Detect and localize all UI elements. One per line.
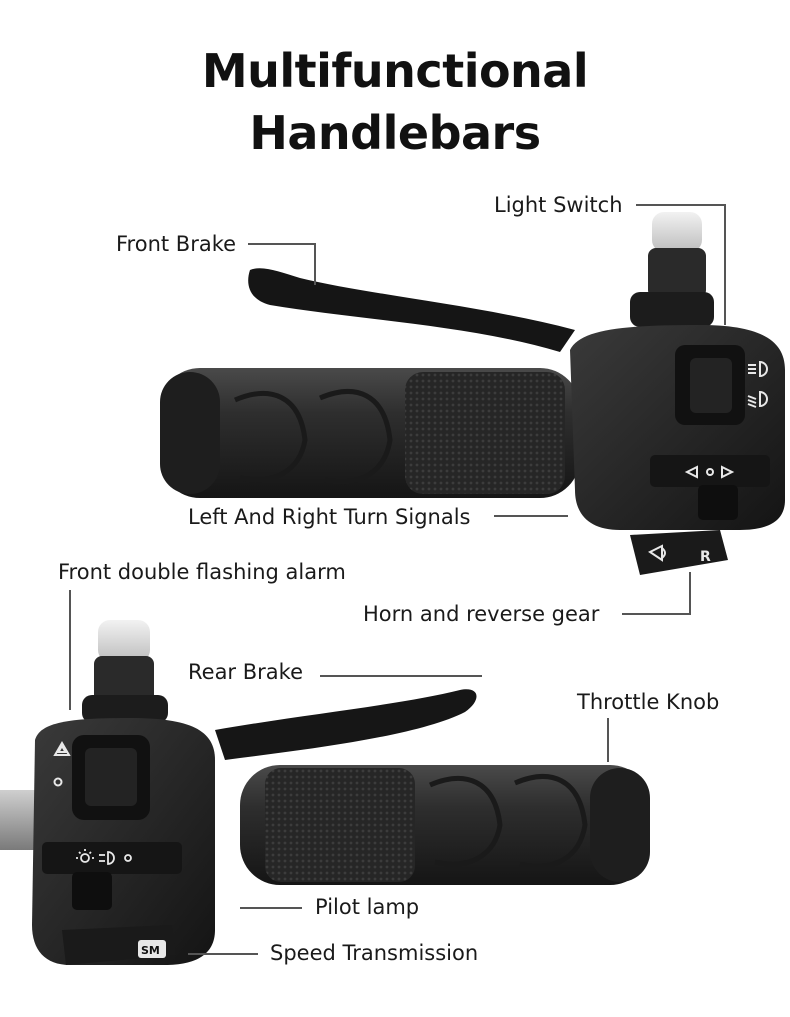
front-brake-lever: [248, 268, 575, 352]
left-grip: [240, 765, 650, 885]
horn-icon: [648, 544, 666, 562]
hazard-warning-icon: [53, 741, 71, 787]
label-speed-trans: Speed Transmission: [270, 941, 479, 965]
label-pilot-lamp: Pilot lamp: [315, 895, 420, 919]
right-handlebar: [160, 212, 785, 575]
left-handlebar: [0, 620, 650, 965]
hazard-switch-knob: [82, 620, 168, 723]
label-turn-signals: Left And Right Turn Signals: [188, 505, 471, 529]
reverse-mark: R: [700, 549, 711, 565]
right-grip: [160, 368, 580, 498]
leader-light-switch: [636, 204, 726, 325]
label-light-switch: Light Switch: [494, 193, 623, 217]
label-rear-brake: Rear Brake: [188, 660, 303, 684]
label-double-flash: Front double flashing alarm: [58, 560, 346, 584]
left-switch-housing: [32, 718, 215, 965]
page-title-line-2: Handlebars: [249, 106, 541, 160]
leader-horn-reverse: [622, 572, 691, 615]
label-front-brake: Front Brake: [116, 232, 237, 256]
rear-brake-lever: [215, 689, 477, 760]
leader-front-brake: [248, 243, 316, 285]
headlight-icon: [747, 360, 768, 408]
light-switch-knob: [630, 212, 714, 327]
horn-reverse-block: [630, 530, 728, 575]
speed-switch-block: [62, 925, 176, 965]
pilot-lamp-icon: [76, 849, 132, 865]
speed-mark: SM: [141, 944, 160, 957]
page-title-line-1: Multifunctional: [201, 44, 589, 98]
right-switch-housing: [570, 325, 785, 530]
label-horn-reverse: Horn and reverse gear: [363, 602, 600, 626]
label-throttle: Throttle Knob: [577, 690, 720, 714]
turn-signal-arrows-icon: [684, 465, 735, 479]
leader-lines: [69, 204, 726, 955]
